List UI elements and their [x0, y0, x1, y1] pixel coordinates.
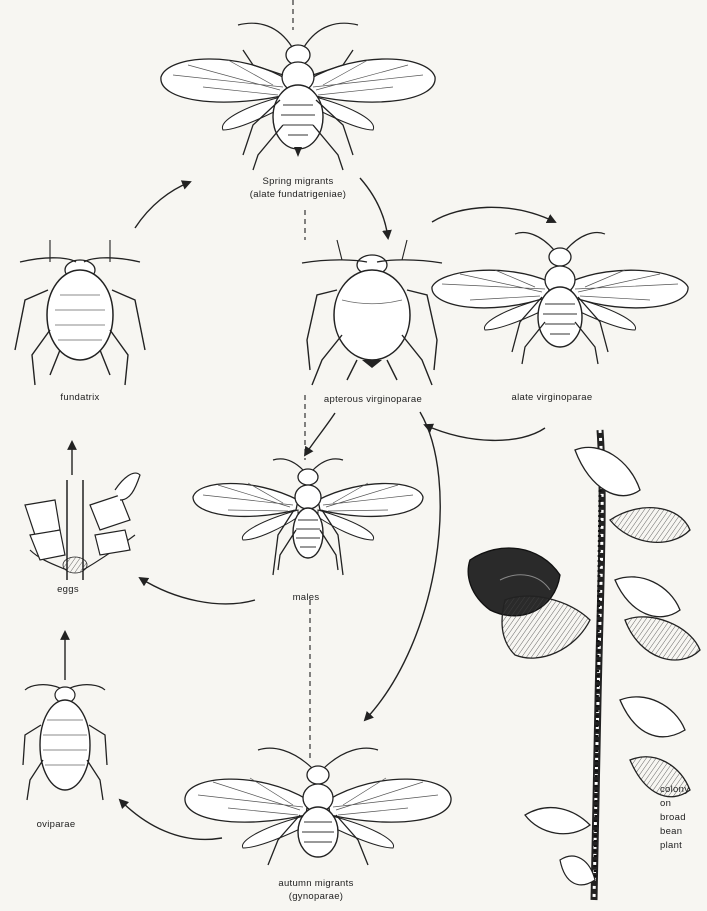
arrow-apterous-to-alate — [432, 207, 555, 222]
arrow-apterous-to-autumn-migrants — [365, 412, 440, 720]
label-males: males — [293, 592, 320, 603]
label-spring-migrants: Spring migrants — [262, 176, 333, 187]
apterous-virginoparae-aphid — [302, 240, 442, 385]
oviparae-aphid — [23, 685, 107, 800]
fundatrix-aphid — [15, 240, 145, 385]
label-apterous-virginoparae: apterous virginoparae — [324, 394, 422, 405]
label-colony-block: colony on broad bean plant — [660, 783, 689, 853]
arrow-alate-to-apterous — [425, 425, 545, 440]
label-broad: broad — [660, 811, 689, 825]
male-aphid — [193, 459, 423, 575]
arrow-spring-migrants-to-apterous — [360, 178, 388, 238]
arrow-fundatrix-to-spring-migrants — [135, 182, 190, 228]
label-alate-virginoparae: alate virginoparae — [512, 392, 593, 403]
label-eggs: eggs — [57, 584, 79, 595]
label-autumn-migrants: autumn migrants — [278, 878, 353, 889]
label-plant: plant — [660, 839, 689, 853]
eggs-on-twig — [25, 473, 140, 580]
label-fundatrix: fundatrix — [60, 392, 99, 403]
spring-migrant-aphid — [161, 23, 435, 170]
arrow-males-to-eggs — [140, 578, 255, 604]
label-colony: colony — [660, 783, 689, 797]
autumn-migrant-aphid — [185, 748, 451, 865]
label-oviparae: oviparae — [37, 819, 76, 830]
alate-virginoparae-aphid — [432, 233, 688, 364]
label-autumn-migrants-sub: (gynoparae) — [289, 891, 344, 902]
label-bean: bean — [660, 825, 689, 839]
arrow-apterous-to-males — [305, 413, 335, 455]
label-on: on — [660, 797, 689, 811]
label-spring-migrants-sub: (alate fundatrigeniae) — [250, 189, 346, 200]
